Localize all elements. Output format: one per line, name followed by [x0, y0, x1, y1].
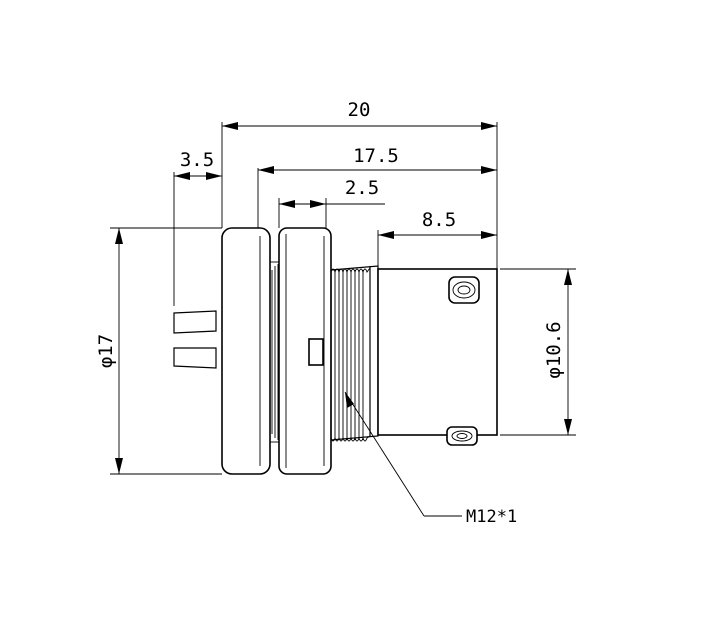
thread-leader — [344, 391, 462, 517]
label-sleeve-length: 8.5 — [422, 209, 456, 231]
label-sleeve-diameter: φ10.6 — [543, 321, 565, 378]
panel-nut — [278, 227, 332, 475]
label-nut-width: 2.5 — [345, 177, 379, 199]
flange — [221, 227, 271, 475]
label-flange-diameter: φ17 — [95, 334, 117, 368]
label-flange-offset: 3.5 — [180, 149, 214, 171]
dimension-lines — [110, 122, 576, 517]
key-tab — [308, 338, 324, 366]
dim-sleeve-diameter — [500, 268, 576, 436]
connector-body — [173, 227, 498, 475]
label-body-length: 17.5 — [353, 145, 399, 167]
dim-body-length — [258, 166, 497, 174]
sleeve — [377, 268, 498, 446]
dim-nut-width — [279, 200, 385, 208]
dim-sleeve-length — [378, 231, 497, 239]
gap-thread — [270, 261, 280, 443]
label-thread-callout: M12*1 — [466, 507, 517, 527]
dim-overall-length — [222, 122, 497, 130]
solder-pins — [173, 310, 217, 369]
label-overall-length: 20 — [348, 99, 371, 121]
dim-flange-diameter — [110, 227, 222, 475]
dim-flange-offset — [174, 172, 222, 180]
thread-section — [330, 265, 379, 442]
